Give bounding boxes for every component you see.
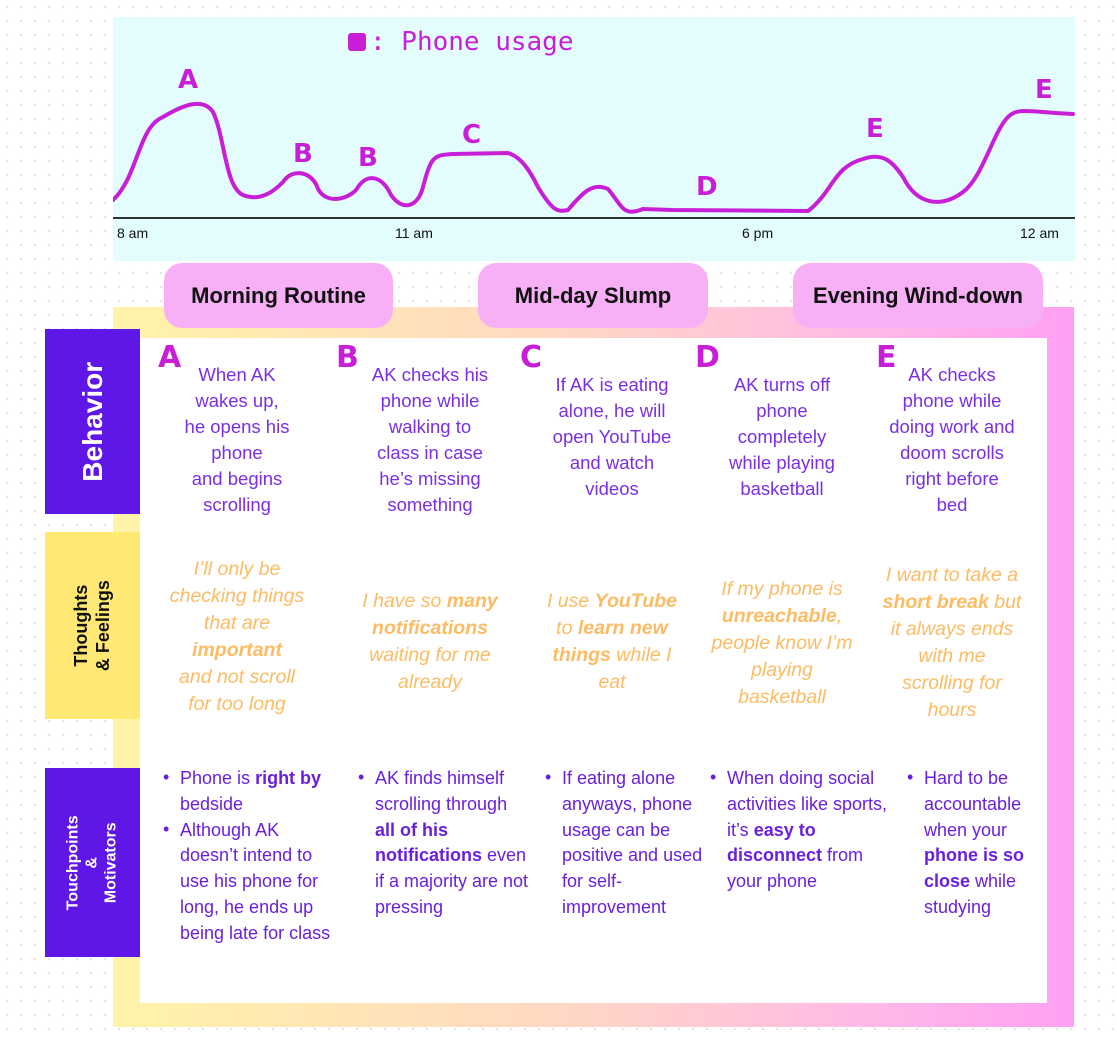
usage-curve: [113, 101, 1075, 214]
text-segment: wakes up, he opens his phone and begins …: [184, 390, 290, 515]
emphasis-text: right by: [255, 768, 322, 788]
touchpoints-cell: Hard to be accountable when your phone i…: [907, 765, 1042, 921]
text-segment: even if a majority are not pressing: [375, 845, 529, 917]
curve-label-c: C: [462, 120, 482, 150]
touchpoints-cell: AK finds himself scrolling through all o…: [358, 765, 530, 921]
curve-label-b2: B: [358, 143, 378, 173]
touchpoint-list: AK finds himself scrolling through all o…: [358, 765, 530, 921]
text-segment: Hard to be accountable when your: [924, 768, 1022, 840]
phase-morning-routine: Morning Routine: [164, 263, 393, 328]
touchpoint-item: When doing social activities like sports…: [710, 765, 895, 895]
touchpoint-list: When doing social activities like sports…: [710, 765, 895, 895]
emphasis-text: phone is so close: [924, 845, 1025, 892]
row-label-touchpoints: Touchpoints & Motivators: [45, 768, 140, 957]
touchpoint-list: Phone is right by bedsideAlthough AK doe…: [163, 765, 335, 947]
text-segment: to: [556, 617, 573, 639]
touchpoints-cell: Phone is right by bedsideAlthough AK doe…: [163, 765, 335, 947]
text-segment: and not scroll for too long: [179, 666, 295, 715]
behavior-cell: If AK is eating alone, he will open YouT…: [517, 372, 707, 502]
text-segment: Although AK doesn’t intend to use his ph…: [180, 819, 331, 943]
curve-label-b1: B: [293, 139, 313, 169]
touchpoint-item: Phone is right by bedside: [163, 765, 335, 818]
column-letter: E: [876, 340, 897, 375]
emphasis-text: many notifications: [372, 590, 498, 639]
tick-label: 8 am: [117, 225, 149, 241]
emphasis-text: short break: [882, 591, 989, 613]
text-segment: When doing social activities like sports…: [727, 768, 888, 840]
text-segment: If my phone is: [721, 578, 843, 600]
phone-usage-chart: : Phone usage A B B C D E E 8 am 11 am 6…: [113, 17, 1075, 261]
text-segment: If AK is eating alone, he will open YouT…: [552, 374, 672, 499]
row-label-behavior: Behavior: [45, 329, 140, 514]
column-letter: B: [336, 340, 359, 375]
emphasis-text: YouTube: [594, 590, 678, 612]
text-segment: AK turns off phone completely while play…: [729, 374, 835, 499]
behavior-cell: AK checks his phone while walking to cla…: [335, 362, 525, 518]
touchpoint-list: Hard to be accountable when your phone i…: [907, 765, 1042, 921]
emphasis-text: unreachable: [721, 605, 837, 627]
phase-evening-wind-down: Evening Wind-down: [793, 263, 1043, 328]
touchpoints-cell: If eating alone anyways, phone usage can…: [545, 765, 705, 921]
touchpoint-item: AK finds himself scrolling through all o…: [358, 765, 530, 921]
tick-label: 11 am: [395, 225, 433, 241]
text-segment: I use: [546, 590, 595, 612]
text-segment: while I eat: [598, 644, 672, 693]
touchpoint-item: Although AK doesn’t intend to use his ph…: [163, 817, 335, 947]
text-segment: AK checks his phone while walking to cla…: [371, 364, 489, 515]
column-letter: C: [520, 340, 543, 375]
thoughts-cell: I’ll only be checking things that are im…: [147, 556, 327, 718]
thoughts-cell: If my phone is unreachable, people know …: [692, 576, 872, 711]
text-segment: waiting for me already: [369, 644, 491, 693]
touchpoint-item: If eating alone anyways, phone usage can…: [545, 765, 705, 921]
emphasis-text: important: [192, 639, 282, 661]
behavior-cell: When AK wakes up, he opens his phone and…: [142, 362, 332, 518]
text-segment: but it always ends with me scrolling for…: [890, 591, 1022, 721]
text-segment: If eating alone anyways, phone usage can…: [562, 768, 703, 917]
chart-legend: : Phone usage: [348, 27, 574, 57]
text-segment: bedside: [180, 793, 244, 814]
text-segment: from your phone: [727, 845, 864, 892]
legend-label: : Phone usage: [370, 27, 574, 57]
tick-label: 12 am: [1020, 225, 1059, 241]
text-segment: Phone is: [180, 768, 256, 788]
text-segment: I’ll only be checking things that are: [169, 558, 305, 634]
usage-curve-svg: [113, 101, 1075, 219]
tick-label: 6 pm: [742, 225, 774, 241]
legend-swatch: [348, 33, 366, 51]
touchpoint-item: Hard to be accountable when your phone i…: [907, 765, 1042, 921]
text-segment: AK checks phone while doing work and doo…: [889, 364, 1015, 515]
text-segment: AK finds himself scrolling through: [375, 768, 508, 814]
row-label-thoughts: Thoughts & Feelings: [45, 532, 140, 719]
emphasis-text: all of his notifications: [375, 819, 482, 866]
text-segment: When AK: [198, 364, 276, 385]
curve-label-e1: E: [866, 114, 884, 144]
text-segment: , people know I’m playing basketball: [711, 605, 853, 708]
behavior-cell: AK checks phone while doing work and doo…: [857, 362, 1047, 518]
thoughts-cell: I have so many notifications waiting for…: [340, 588, 520, 696]
emphasis-text: learn new things: [552, 617, 668, 666]
emphasis-text: easy to disconnect: [727, 819, 823, 866]
curve-label-a: A: [178, 65, 199, 95]
text-segment: I want to take a: [885, 564, 1019, 586]
thoughts-cell: I want to take a short break but it alwa…: [862, 562, 1042, 724]
column-letter: A: [158, 340, 182, 375]
curve-label-e2: E: [1035, 75, 1053, 105]
text-segment: I have so: [362, 590, 447, 612]
curve-label-d: D: [696, 172, 718, 202]
touchpoint-list: If eating alone anyways, phone usage can…: [545, 765, 705, 921]
thoughts-cell: I use YouTube to learn new things while …: [522, 588, 702, 696]
behavior-cell: AK turns off phone completely while play…: [687, 372, 877, 502]
column-letter: D: [695, 340, 720, 375]
text-segment: while studying: [924, 871, 1017, 917]
touchpoints-cell: When doing social activities like sports…: [710, 765, 895, 895]
phase-mid-day-slump: Mid-day Slump: [478, 263, 708, 328]
